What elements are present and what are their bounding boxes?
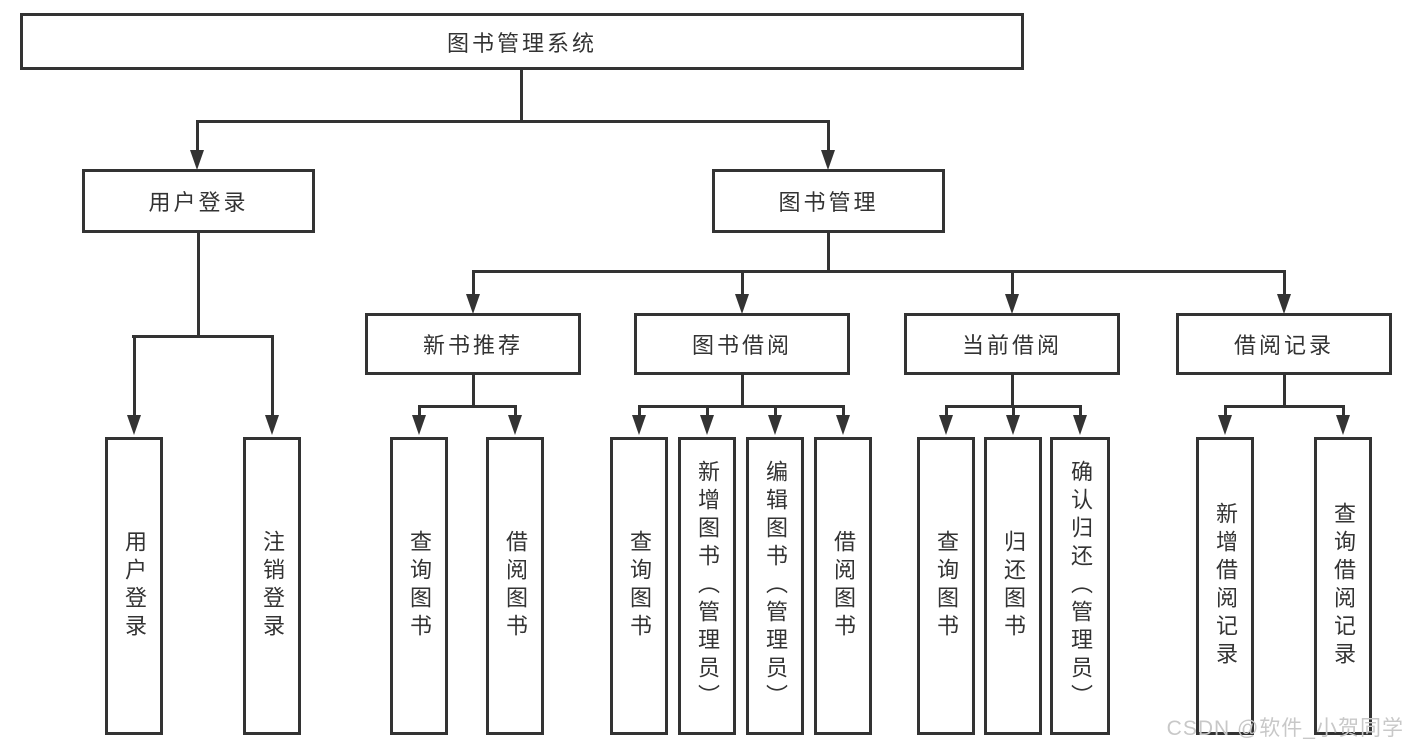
connector-vline [1224,405,1227,417]
connector-vline [196,120,199,151]
connector-arrow-down [939,415,953,435]
connector-vline [197,233,200,336]
node-borrow-books-label: 借阅图书 [831,530,856,642]
node-book-borrowing-label: 图书借阅 [691,333,792,358]
connector-vline [1079,405,1082,417]
node-query-borrow-record: 查询借阅记录 [1314,437,1372,735]
connector-arrow-down [735,294,749,314]
connector-vline [706,405,709,417]
node-query-books-borrowing-label: 查询图书 [627,530,652,642]
connector-vline [520,70,523,122]
node-query-books-recommend-label: 查询图书 [407,530,432,642]
connector-vline [1283,375,1286,407]
connector-vline [638,405,641,417]
node-query-books-current-label: 查询图书 [934,530,959,642]
node-logout-leaf-label: 注销登录 [260,530,285,642]
connector-arrow-down [265,415,279,435]
node-edit-books-admin-label: 编辑图书（管理员） [763,460,788,712]
connector-arrow-down [1005,294,1019,314]
csdn-watermark: CSDN @软件_小贺同学 [1166,717,1404,740]
connector-arrow-down [1006,415,1020,435]
node-borrow-books-recommend: 借阅图书 [486,437,544,735]
connector-arrow-down [1218,415,1232,435]
connector-arrow-down [190,150,204,170]
connector-hline [418,405,517,408]
node-query-books-current: 查询图书 [917,437,975,735]
connector-vline [271,335,274,415]
connector-hline [472,270,1286,273]
node-user-login-leaf: 用户登录 [105,437,163,735]
connector-vline [1012,405,1015,417]
connector-vline [1011,375,1014,407]
connector-hline [638,405,845,408]
node-book-borrowing: 图书借阅 [634,313,850,375]
node-current-borrowing: 当前借阅 [904,313,1120,375]
connector-vline [133,335,136,415]
node-add-books-admin-label: 新增图书（管理员） [695,460,720,712]
connector-arrow-down [768,415,782,435]
connector-arrow-down [127,415,141,435]
connector-arrow-down [700,415,714,435]
node-book-management-branch: 图书管理 [712,169,945,233]
node-borrow-books-recommend-label: 借阅图书 [503,530,528,642]
connector-vline [774,405,777,417]
connector-vline [842,405,845,417]
connector-vline [741,375,744,407]
node-user-login-branch: 用户登录 [82,169,315,233]
connector-arrow-down [632,415,646,435]
connector-arrow-down [466,294,480,314]
connector-hline [1224,405,1345,408]
node-root-system: 图书管理系统 [20,13,1024,70]
node-root-label: 图书管理系统 [446,30,597,56]
connector-arrow-down [821,150,835,170]
node-add-books-admin: 新增图书（管理员） [678,437,736,735]
node-return-books: 归还图书 [984,437,1042,735]
node-confirm-return-admin: 确认归还（管理员） [1050,437,1110,735]
connector-vline [472,270,475,295]
node-add-borrow-record: 新增借阅记录 [1196,437,1254,735]
node-add-borrow-record-label: 新增借阅记录 [1213,502,1238,670]
connector-arrow-down [836,415,850,435]
connector-hline [196,120,830,123]
connector-vline [945,405,948,417]
node-user-login-leaf-label: 用户登录 [122,530,147,642]
connector-hline [132,335,274,338]
connector-arrow-down [1073,415,1087,435]
node-logout-leaf: 注销登录 [243,437,301,735]
connector-arrow-down [508,415,522,435]
connector-vline [741,270,744,295]
connector-vline [827,120,830,151]
connector-arrow-down [1336,415,1350,435]
connector-vline [1011,270,1014,295]
node-confirm-return-admin-label: 确认归还（管理员） [1068,460,1093,712]
connector-vline [514,405,517,417]
node-query-books-recommend: 查询图书 [390,437,448,735]
connector-arrow-down [1277,294,1291,314]
node-borrow-records-label: 借阅记录 [1233,333,1334,358]
node-query-borrow-record-label: 查询借阅记录 [1331,502,1356,670]
node-current-borrowing-label: 当前借阅 [961,333,1062,358]
connector-vline [418,405,421,417]
connector-vline [472,375,475,407]
node-new-book-recommend-label: 新书推荐 [422,333,523,358]
node-book-management-branch-label: 图书管理 [778,190,879,215]
node-new-book-recommend: 新书推荐 [365,313,581,375]
node-return-books-label: 归还图书 [1001,530,1026,642]
node-user-login-branch-label: 用户登录 [148,190,249,215]
connector-vline [1342,405,1345,417]
node-query-books-borrowing: 查询图书 [610,437,668,735]
node-borrow-records: 借阅记录 [1176,313,1392,375]
connector-vline [1283,270,1286,295]
node-edit-books-admin: 编辑图书（管理员） [746,437,804,735]
connector-arrow-down [412,415,426,435]
connector-vline [827,233,830,273]
node-borrow-books: 借阅图书 [814,437,872,735]
